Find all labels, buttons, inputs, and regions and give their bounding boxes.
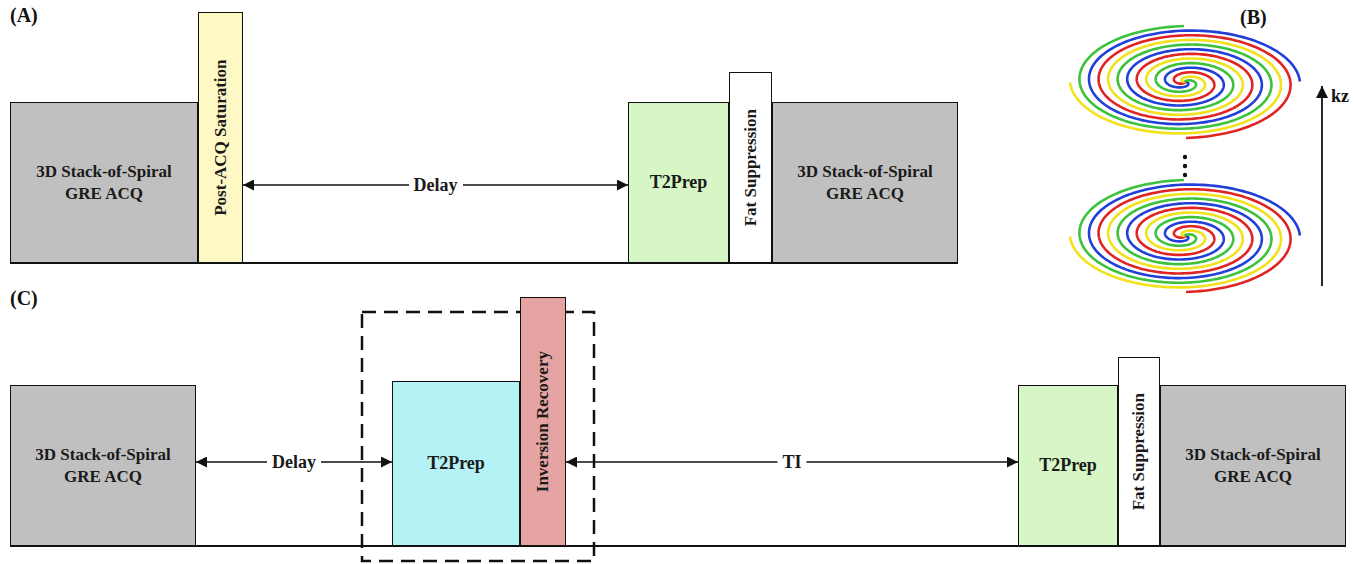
acquisition-block: 3D Stack-of-Spiral GRE ACQ (10, 385, 196, 546)
t2prep-module: T2Prep (628, 102, 729, 263)
ellipsis-dot (1183, 164, 1187, 168)
spiral-interleave (1070, 194, 1281, 288)
acquisition-block: 3D Stack-of-Spiral GRE ACQ (1160, 385, 1346, 546)
block-label: 3D Stack-of-Spiral GRE ACQ (795, 161, 935, 204)
interval-label: Delay (409, 175, 463, 196)
spiral-interleave (1079, 26, 1271, 129)
ellipsis-dot (1183, 173, 1187, 177)
fat-suppression-pulse: Fat Suppression (729, 72, 772, 263)
panel-label: (C) (10, 287, 38, 310)
block-label: Inversion Recovery (532, 351, 553, 492)
axis-label: kz (1331, 86, 1349, 107)
inversion-pulse: Inversion Recovery (520, 297, 566, 546)
block-label: T2Prep (427, 452, 485, 475)
block-label: 3D Stack-of-Spiral GRE ACQ (33, 444, 173, 487)
panel-label: (A) (10, 4, 38, 27)
block-label: 3D Stack-of-Spiral GRE ACQ (1183, 444, 1323, 487)
block-label: Fat Suppression (1128, 393, 1149, 510)
spiral-interleave (1079, 180, 1271, 283)
t2prep-module: T2Prep (1018, 385, 1118, 546)
spiral-interleave (1070, 40, 1281, 134)
block-label: Fat Suppression (740, 109, 761, 226)
kz-axis-arrow (1321, 86, 1323, 286)
acquisition-block: 3D Stack-of-Spiral GRE ACQ (772, 102, 958, 263)
block-label: 3D Stack-of-Spiral GRE ACQ (34, 161, 174, 204)
fat-suppression-pulse: Fat Suppression (1118, 357, 1160, 546)
t2prep-module: T2Prep (392, 381, 520, 546)
panel-label: (B) (1240, 6, 1267, 29)
spiral-trajectories (1070, 26, 1300, 292)
ellipsis-dot (1183, 155, 1187, 159)
interval-label: TI (777, 452, 806, 473)
block-label: T2Prep (650, 171, 708, 194)
block-label: T2Prep (1039, 454, 1097, 477)
acquisition-block: 3D Stack-of-Spiral GRE ACQ (10, 102, 198, 263)
block-label: Post-ACQ Saturation (210, 59, 231, 215)
interval-label: Delay (267, 452, 321, 473)
saturation-pulse: Post-ACQ Saturation (198, 12, 243, 263)
